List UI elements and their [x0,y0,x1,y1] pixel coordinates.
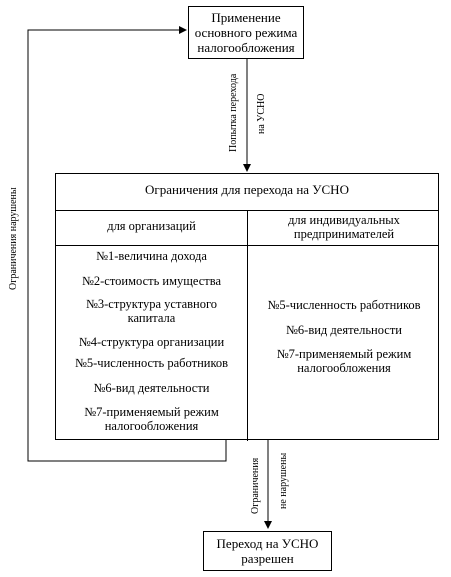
list-item-ip-line: №7-применяемый режим [276,347,412,361]
list-item-org-line: №5-численность работников [74,356,229,370]
arrow-violated [27,26,227,462]
column-header-entrepreneurs: для индивидуальных предпринимателей [248,213,440,241]
list-item-org: №5-численность работников [56,356,247,370]
label-not-violated-line: Ограничения [250,457,261,514]
list-item-org: №4-структура организации [56,335,247,349]
list-item-org: №1-величина дохода [56,249,247,263]
list-item-org: №3-структура уставного капитала [56,297,247,325]
list-item-org: №7-применяемый режим налогообложения [56,405,247,433]
box-transition-allowed: Переход на УСНО разрешен [203,531,332,571]
column-header-organizations: для организаций [107,219,196,233]
box-transition-allowed-line: разрешен [241,551,294,566]
box-transition-allowed-line: Переход на УСНО [216,536,319,551]
label-violated: Ограничения нарушены [8,187,19,290]
list-item-org-line: №4-структура организации [78,335,225,349]
list-item-org-line: №7-применяемый режим [84,405,219,419]
label-not-violated-line: не нарушены [278,452,289,509]
list-item-org-line: №2-стоимость имущества [81,274,222,288]
list-item-org-line: налогообложения [104,419,199,433]
list-item-ip-line: налогообложения [297,361,391,375]
box-main-regime: Применение основного режима налогообложе… [188,6,304,59]
list-item-ip-line: №6-вид деятельности [286,323,402,337]
list-item-org-line: №6-вид деятельности [93,381,210,395]
list-item-ip: №6-вид деятельности [248,323,440,337]
list-item-org-line: №3-структура уставного [85,297,218,311]
restrictions-title: Ограничения для перехода на УСНО [145,182,349,197]
list-item-ip-line: №5-численность работников [267,298,421,312]
box-main-regime-line: Применение [211,10,281,25]
list-item-ip: №5-численность работников [248,298,440,312]
label-attempt-line: на УСНО [256,93,267,134]
list-item-org-line: №1-величина дохода [96,249,207,263]
list-item-ip: №7-применяемый режим налогообложения [248,347,440,375]
label-not-violated: Ограничения не нарушены [250,453,289,514]
label-attempt-line: Попытка перехода [228,73,239,152]
list-item-org: №6-вид деятельности [56,381,247,395]
column-header-entrepreneurs-line: для индивидуальных [288,213,400,227]
label-attempt: Попытка перехода на УСНО [228,74,267,152]
box-restrictions: Ограничения для перехода на УСНО для орг… [55,173,440,441]
column-header-entrepreneurs-line: предпринимателей [293,227,395,241]
list-item-org: №2-стоимость имущества [56,274,247,288]
box-main-regime-line: налогообложения [197,40,295,55]
box-main-regime-line: основного режима [194,25,298,40]
list-item-org-line: капитала [127,311,176,325]
